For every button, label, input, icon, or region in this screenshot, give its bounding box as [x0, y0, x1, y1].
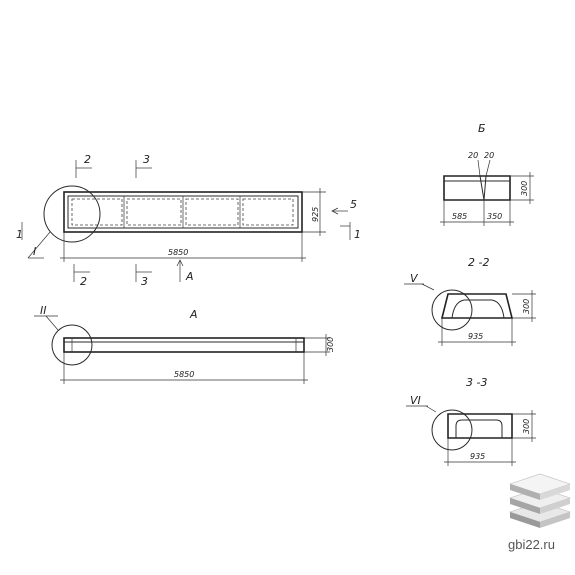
section-2-2-inner [451, 299, 505, 319]
side-view-outline [63, 337, 305, 353]
section-2-2-leader [421, 283, 435, 291]
section-3-3-inner [455, 419, 503, 438]
view-5-arrow-head [331, 207, 339, 215]
view-b: Б 20 20 585 350 300 [440, 122, 534, 226]
view-b-title: Б [478, 122, 486, 135]
view-b-leader-2 [485, 159, 491, 177]
view-b-top-dim-1: 20 [468, 151, 478, 160]
plan-cell-3 [185, 198, 239, 226]
plan-node-circle [43, 185, 101, 243]
plan-node-label: I [33, 245, 36, 258]
view-b-left-dim: 585 [452, 212, 467, 221]
site-label[interactable]: gbi22.ru [508, 537, 555, 552]
section-3-3-node-label: VI [410, 394, 421, 407]
view-b-split-1 [479, 175, 485, 201]
section-2-bottom-label: 2 [80, 275, 87, 288]
side-view: А II 300 5850 [34, 304, 335, 384]
section-2-2-height-dim: 300 [522, 299, 531, 314]
section-3-top-label: 3 [143, 153, 150, 166]
section-3-3-node-circle [431, 409, 473, 451]
view-b-right-dim: 350 [487, 212, 502, 221]
view-a-mark: A [185, 270, 194, 283]
section-2-2-width-dim: 935 [468, 332, 483, 341]
section-3-3-title: 3 -3 [466, 376, 487, 389]
plan-cell-1 [71, 198, 123, 226]
view-b-outline [443, 175, 511, 201]
view-a-arrow-head [176, 259, 184, 267]
section-1-right-label: 1 [354, 228, 361, 241]
side-height-dim: 300 [326, 337, 335, 352]
plan-node-leader [27, 231, 51, 259]
section-2-2-title: 2 -2 [468, 256, 489, 269]
section-2-2: 2 -2 V 935 300 [404, 256, 536, 346]
plan-outline [63, 191, 303, 233]
side-node-circle [51, 324, 93, 366]
section-3-3-leader [425, 405, 437, 413]
view-b-height-dim: 300 [520, 181, 529, 196]
plan-view: I 2 3 2 3 A 1 1 5 925 [16, 153, 361, 288]
section-2-2-node-circle [431, 289, 473, 331]
view-5-label: 5 [350, 198, 357, 211]
logo-icon [509, 473, 571, 528]
side-view-title: А [189, 308, 198, 321]
section-2-2-node-label: V [410, 272, 419, 285]
width-dim: 925 [311, 207, 320, 222]
section-3-3-height-dim: 300 [522, 419, 531, 434]
view-b-split-2 [483, 175, 487, 201]
view-b-top-dim-2: 20 [484, 151, 494, 160]
section-3-3: 3 -3 VI 935 300 [406, 376, 536, 466]
plan-cell-2 [126, 198, 182, 226]
view-b-leader-1 [477, 159, 481, 177]
plan-cell-4 [242, 198, 294, 226]
side-node-label: II [40, 304, 47, 317]
side-node-leader [45, 315, 59, 331]
length-dim: 5850 [168, 248, 188, 257]
section-2-top-label: 2 [84, 153, 91, 166]
section-3-bottom-label: 3 [141, 275, 148, 288]
section-1-left-label: 1 [16, 228, 23, 241]
side-length-dim: 5850 [174, 370, 194, 379]
section-3-3-width-dim: 935 [470, 452, 485, 461]
